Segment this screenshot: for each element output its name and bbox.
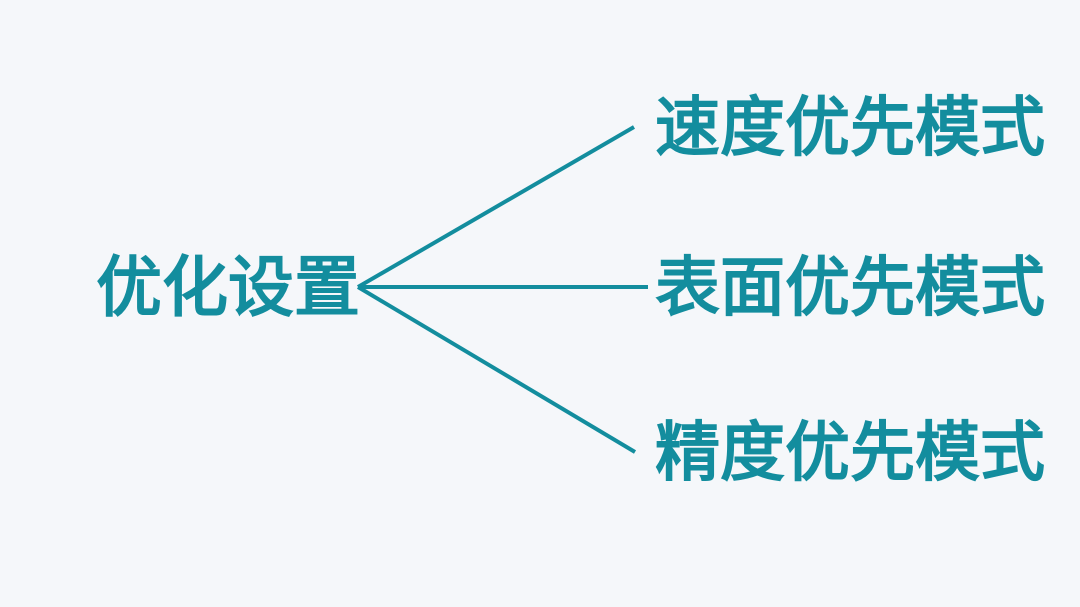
connector-line-precision (356, 285, 637, 454)
branch-node-precision-priority[interactable]: 精度优先模式 (655, 415, 1046, 489)
branch-node-speed-priority[interactable]: 速度优先模式 (655, 90, 1046, 164)
branch-node-surface-priority[interactable]: 表面优先模式 (655, 250, 1046, 324)
root-node-label[interactable]: 优化设置 (96, 250, 360, 324)
connector-line-speed (356, 125, 636, 289)
